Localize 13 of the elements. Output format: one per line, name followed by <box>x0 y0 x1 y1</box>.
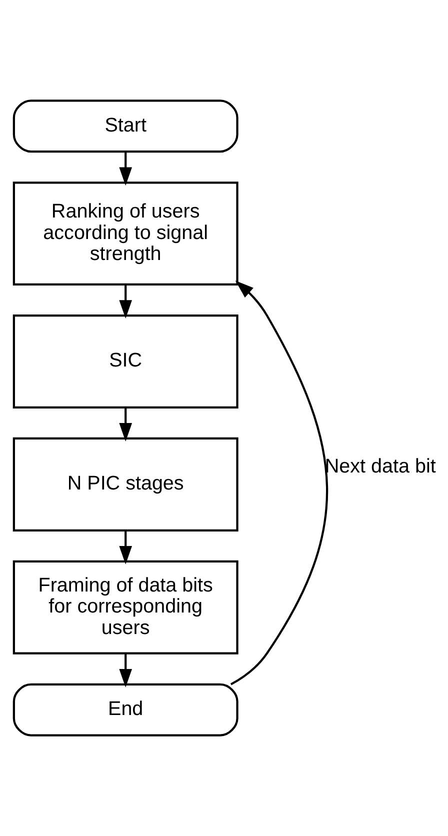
node-box: Ranking of users according to signal strength <box>12 182 238 286</box>
arrow <box>119 408 132 442</box>
node-box: End <box>12 683 238 736</box>
arrow <box>230 280 328 686</box>
node-box: Start <box>12 100 238 153</box>
arrow <box>119 653 132 688</box>
edge-label: Next data bit <box>324 456 436 478</box>
arrow <box>119 530 132 564</box>
arrow <box>119 152 132 186</box>
node-box: SIC <box>12 314 238 408</box>
arrow <box>119 284 132 318</box>
node-box: Framing of data bits for corresponding users <box>12 560 238 654</box>
node-box: N PIC stages <box>12 437 238 532</box>
